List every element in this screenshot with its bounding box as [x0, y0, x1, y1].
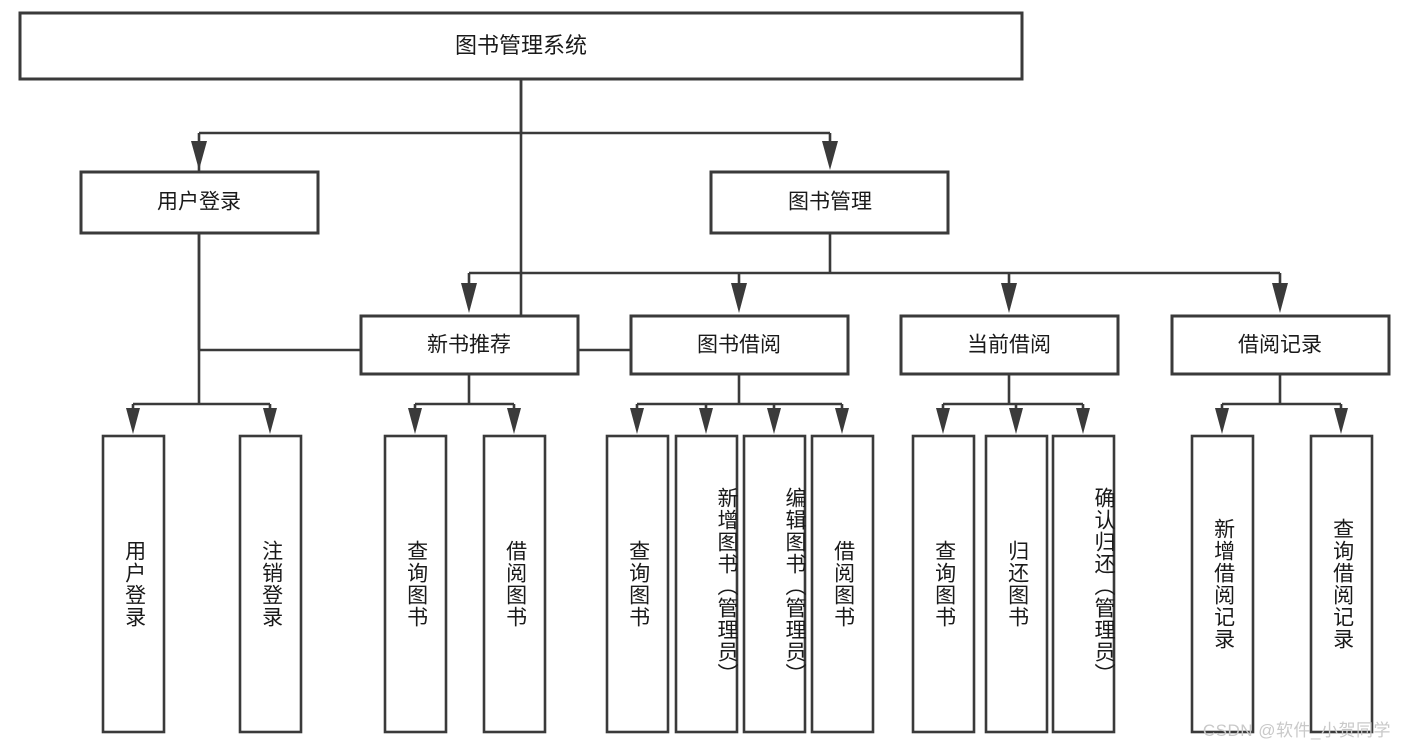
current-borrow-box[interactable]	[899, 314, 1120, 376]
leaf-box-query-record[interactable]	[1309, 434, 1374, 734]
leaf-box-query-book-3[interactable]	[911, 434, 976, 734]
user-login-connectors	[126, 233, 277, 434]
arrow-to-leaf-edit-book	[767, 408, 781, 434]
current-borrow-label: 当前借阅	[967, 334, 1051, 357]
new-book-recommend-box[interactable]	[359, 314, 580, 376]
node-current-borrow[interactable]: 当前借阅	[899, 314, 1120, 376]
arrow-to-new-book-recommend	[461, 283, 477, 313]
arrow-to-leaf-user-login	[126, 408, 140, 434]
leaf-box-add-record[interactable]	[1190, 434, 1255, 734]
book-manage-connectors	[461, 233, 1288, 313]
borrow-record-box[interactable]	[1170, 314, 1391, 376]
node-book-borrow[interactable]: 图书借阅	[629, 314, 850, 376]
book-borrow-label: 图书借阅	[697, 334, 781, 357]
leaf-box-query-book-2[interactable]	[605, 434, 670, 734]
node-user-login[interactable]: 用户登录	[79, 170, 320, 235]
arrow-to-leaf-return-book	[1009, 408, 1023, 434]
arrow-to-leaf-user-logout	[263, 408, 277, 434]
leaf-box-user-login[interactable]	[101, 434, 166, 734]
node-book-manage[interactable]: 图书管理	[709, 170, 950, 235]
arrow-to-borrow-record	[1272, 283, 1288, 313]
root-connectors	[191, 79, 838, 170]
arrow-to-user-login	[191, 141, 207, 170]
leaf-box-return-book[interactable]	[984, 434, 1049, 734]
arrow-to-leaf-borrow-book-2	[835, 408, 849, 434]
leaf-box-add-book[interactable]	[674, 434, 739, 734]
arrow-to-leaf-query-record	[1334, 408, 1348, 434]
book-borrow-connectors	[630, 374, 849, 434]
arrow-to-leaf-add-book	[699, 408, 713, 434]
arrow-to-book-manage	[822, 141, 838, 170]
node-root[interactable]: 图书管理系统	[18, 11, 1024, 81]
user-login-label: 用户登录	[157, 191, 241, 214]
user-login-box[interactable]	[79, 170, 320, 235]
leaf-box-borrow-book-2[interactable]	[810, 434, 875, 734]
arrow-to-leaf-query-book-2	[630, 408, 644, 434]
leaf-box-confirm-return[interactable]	[1051, 434, 1116, 734]
root-label: 图书管理系统	[455, 33, 587, 58]
new-book-recommend-connectors	[408, 374, 521, 434]
leaf-box-user-logout[interactable]	[238, 434, 303, 734]
new-book-recommend-label: 新书推荐	[427, 334, 511, 357]
node-borrow-record[interactable]: 借阅记录	[1170, 314, 1391, 376]
leaf-box-borrow-book-1[interactable]	[482, 434, 547, 734]
arrow-to-leaf-add-record	[1215, 408, 1229, 434]
book-borrow-box[interactable]	[629, 314, 850, 376]
book-manage-box[interactable]	[709, 170, 950, 235]
borrow-record-connectors	[1215, 374, 1348, 434]
arrow-to-leaf-query-book-1	[408, 408, 422, 434]
node-new-book-recommend[interactable]: 新书推荐	[359, 314, 580, 376]
leaf-box-query-book-1[interactable]	[383, 434, 448, 734]
arrow-to-book-borrow	[731, 283, 747, 313]
arrow-to-current-borrow	[1001, 283, 1017, 313]
leaf-boxes	[101, 434, 1374, 734]
current-borrow-connectors	[936, 374, 1090, 434]
root-box[interactable]	[18, 11, 1024, 81]
arrow-to-leaf-confirm-return	[1076, 408, 1090, 434]
borrow-record-label: 借阅记录	[1238, 334, 1322, 357]
book-manage-label: 图书管理	[788, 191, 872, 214]
leaf-box-edit-book[interactable]	[742, 434, 807, 734]
arrow-to-leaf-query-book-3	[936, 408, 950, 434]
arrow-to-leaf-borrow-book-1	[507, 408, 521, 434]
